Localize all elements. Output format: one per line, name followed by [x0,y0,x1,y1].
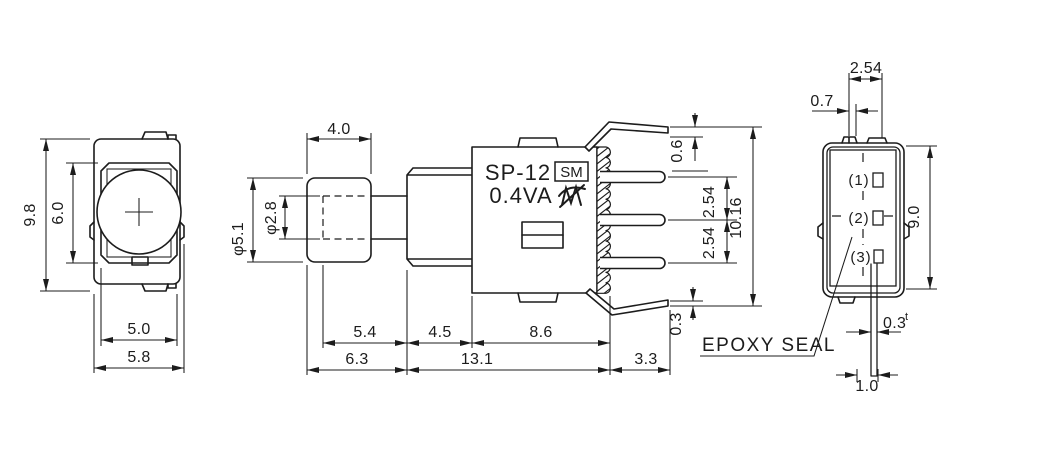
dim-seg-body: 8.6 [529,324,552,341]
terminal-label-2: (2) [848,210,869,227]
dim-seg-cap: 5.4 [353,324,376,341]
terminal-hole-3 [873,249,884,264]
terminal-label-3: (3) [850,249,871,266]
crosshair-icon [125,198,153,226]
front-view: 9.8 6.0 5.0 5.8 [22,131,185,373]
dim-top-offset: 0.6 [669,139,686,162]
stem-shaft [370,195,408,240]
epoxy-seal-callout: EPOXY SEAL [700,236,853,357]
front-top-tab [141,131,169,140]
body-bottom-tab [517,292,559,303]
dim-rear-height: 9.0 [906,205,923,228]
body-top-tab [517,137,559,148]
epoxy-seal-label: EPOXY SEAL [702,335,836,356]
rear-body-outline [822,142,905,298]
rating-marking: 0.4VA [489,183,552,208]
dim-pitch-upper: 2.54 [701,186,718,218]
front-left-latch [89,221,95,241]
dim-terminal-width: 1.0 [855,378,878,395]
rear-bottom-tab [837,296,856,304]
front-right-latch [179,221,185,241]
terminal-hole-1 [872,172,884,188]
terminal-hole-2 [872,210,884,226]
dim-seg-terminal: 3.3 [634,351,657,368]
front-key-notch [131,256,149,266]
model-marking: SP-12 [485,160,551,185]
dim-terminal-thickness-suffix: t [905,311,908,323]
rear-top-tab-right [866,137,888,144]
epoxy-seal-leader [700,236,853,357]
manufacturer-logo-icon [558,183,586,208]
dim-terminal-thickness: 0.3 [883,315,906,332]
support-pin-bottom [585,288,669,316]
dim-front-overall-height: 9.8 [22,203,39,226]
actuator-slot [521,221,564,249]
side-view: SP-12 SM 0.4VA 4.0 φ5.1 φ2.8 [230,113,762,375]
bushing [406,167,473,267]
front-dimensions: 9.8 6.0 5.0 5.8 [22,138,185,373]
dim-seg-bushing: 4.5 [428,324,451,341]
terminal-label-1: (1) [848,172,869,189]
sm-badge-box [554,161,589,182]
dim-front-opening-width: 5.0 [127,321,150,338]
rear-body-wall [826,146,901,294]
rear-top-tab-left [841,136,858,144]
dim-terminal-span: 10.16 [728,197,745,239]
front-top-tab-step [167,134,177,140]
rear-dimensions: 2.54 0.7 9.0 0.3 t 1.0 [810,60,937,395]
dim-front-overall-width: 5.8 [127,349,150,366]
dim-cap-diameter: φ5.1 [230,222,247,256]
rear-recess [829,149,897,287]
cap-outline [306,177,372,263]
sm-badge: SM [560,164,583,181]
front-bottom-tab-step [167,283,177,289]
support-pin-top [584,121,669,152]
side-dimensions: 4.0 φ5.1 φ2.8 0.6 2.54 2.54 10.16 [230,113,762,375]
dim-cap-length: 4.0 [327,121,350,138]
front-bottom-tab [141,283,169,292]
dim-rear-slot-width: 0.7 [810,93,833,110]
dim-pitch-lower: 2.54 [701,227,718,259]
terminal-pin-2 [600,213,666,227]
cap-hidden-stem [322,195,369,240]
rear-view: (1) (2) (3) 2.54 0.7 9.0 0.3 t [700,60,937,395]
dim-seg-body-total: 13.1 [461,351,493,368]
terminal-pin-3 [600,256,666,270]
switch-body [471,146,598,294]
rear-right-latch [903,222,910,240]
rear-left-latch [817,222,824,240]
dim-bottom-offset: 0.3 [668,312,685,335]
dim-stem-diameter: φ2.8 [263,201,280,235]
dim-front-opening-height: 6.0 [50,201,67,224]
dim-rear-pitch: 2.54 [850,60,882,77]
rear-terminal-pin [870,263,878,377]
terminal-pin-1 [600,170,666,184]
dim-seg-front-total: 6.3 [345,351,368,368]
